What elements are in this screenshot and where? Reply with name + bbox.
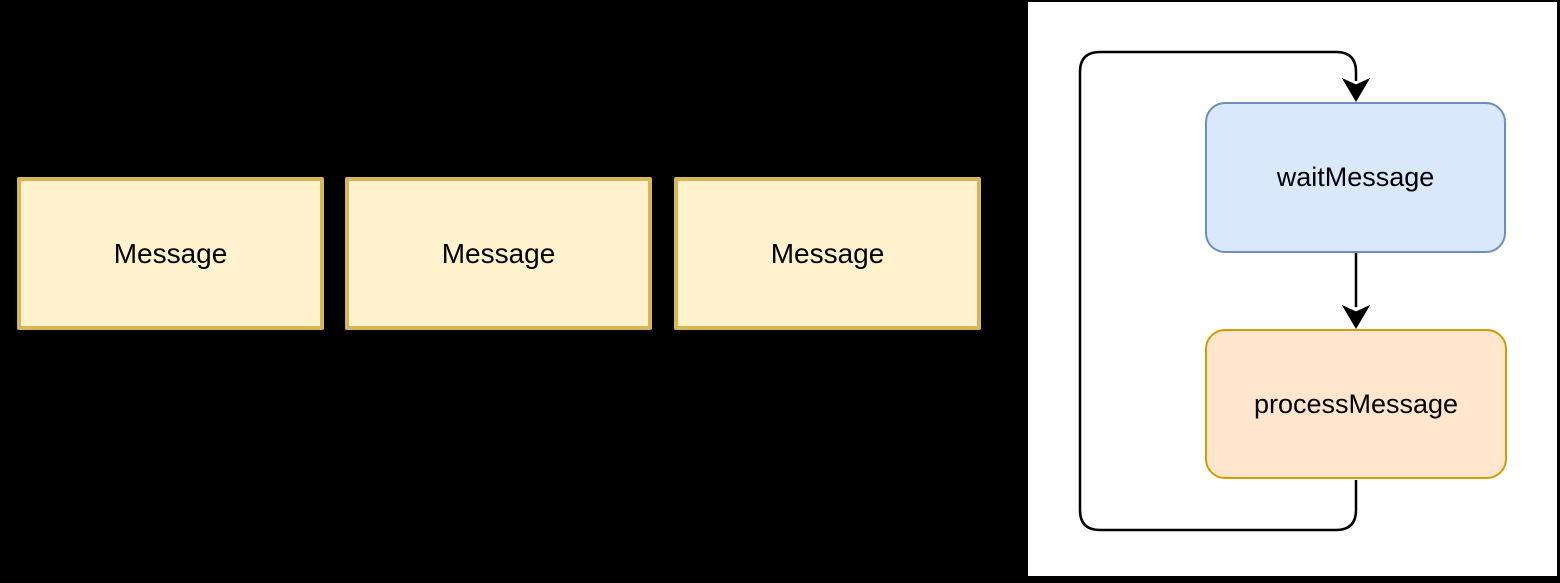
message-box-1: Message <box>17 177 324 330</box>
flow-node-wait-message: waitMessage <box>1205 102 1506 253</box>
message-box-3: Message <box>674 177 981 330</box>
flow-node-process-message: processMessage <box>1205 329 1507 479</box>
message-box-1-label: Message <box>113 237 228 269</box>
wait-to-process-arrowhead <box>1341 304 1371 329</box>
loop-back-arrow-line <box>1078 50 1358 532</box>
flowchart-panel: waitMessage processMessage <box>1028 2 1557 576</box>
flow-node-wait-message-label: waitMessage <box>1276 162 1435 192</box>
flowchart-edges <box>1078 50 1371 532</box>
flow-node-process-message-label: processMessage <box>1253 388 1459 419</box>
loop-back-arrowhead <box>1341 77 1371 102</box>
message-box-3-label: Message <box>770 237 885 269</box>
message-box-2-label: Message <box>441 237 556 269</box>
message-box-2: Message <box>345 177 652 330</box>
